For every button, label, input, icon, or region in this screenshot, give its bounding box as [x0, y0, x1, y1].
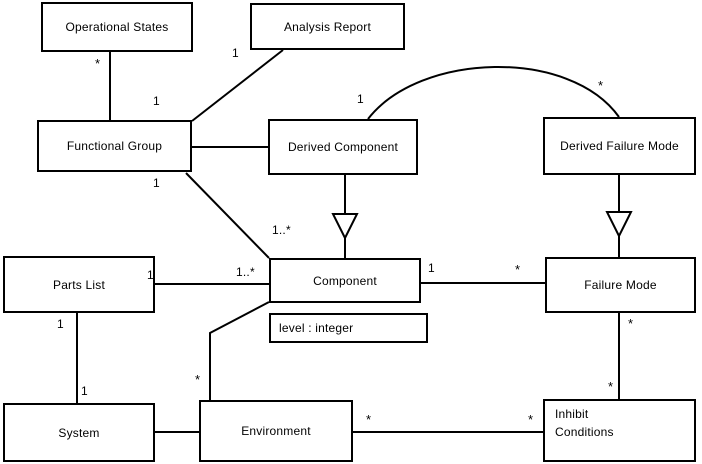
multiplicity-derivedcomponent-near-component: 1 — [357, 92, 364, 106]
multiplicity-partslist-component-near-component: 1..* — [236, 265, 255, 279]
multiplicity-component-failuremode-near-failuremode: * — [515, 262, 521, 277]
class-name-inhibit-conditions: Inhibit Conditions — [555, 407, 614, 439]
multiplicity-partslist-system-bottom: 1 — [81, 384, 88, 398]
multiplicity-failuremode-inhibit-bottom: * — [608, 379, 614, 394]
multiplicity-functionalgroup-component-near-comp: 1..* — [272, 223, 291, 237]
class-box-parts-list[interactable]: Parts List — [3, 256, 155, 313]
class-box-system[interactable]: System — [3, 403, 155, 462]
multiplicity-functionalgroup-component-near-fg: 1 — [153, 176, 160, 190]
multiplicity-environment-inhibit-near-inhibit: * — [528, 412, 534, 427]
class-name-operational-states: Operational States — [65, 20, 169, 34]
class-box-environment[interactable]: Environment — [199, 400, 353, 462]
multiplicity-environment-component: * — [195, 372, 201, 387]
class-box-derived-component[interactable]: Derived Component — [268, 119, 418, 175]
class-name-parts-list: Parts List — [52, 277, 105, 292]
edge-functionalgroup-analysisreport — [191, 49, 284, 122]
class-name-functional-group: Functional Group — [66, 139, 163, 153]
class-box-failure-mode[interactable]: Failure Mode — [545, 257, 696, 313]
multiplicity-component-failuremode-near-component: 1 — [428, 261, 435, 275]
class-name-derived-component: Derived Component — [287, 140, 399, 154]
edge-functionalgroup-component — [185, 172, 270, 259]
class-name-system: System — [58, 425, 100, 440]
multiplicity-partslist-system-top: 1 — [57, 317, 64, 331]
class-attributes-component[interactable]: level : integer — [269, 313, 428, 343]
edge-derivedcomponent-derivedfailuremode — [367, 66, 620, 120]
multiplicity-opstates-functionalgroup: * — [95, 56, 101, 71]
multiplicity-partslist-component-near-partslist: 1 — [147, 268, 154, 282]
class-box-operational-states[interactable]: Operational States — [41, 2, 193, 52]
multiplicity-analysisreport-near-report: 1 — [232, 46, 239, 60]
class-name-environment: Environment — [241, 424, 311, 438]
multiplicity-failuremode-inhibit-top: * — [628, 316, 634, 331]
class-name-component: Component — [313, 273, 377, 288]
generalization-triangle-component — [331, 213, 359, 241]
class-box-component[interactable]: Component — [269, 258, 421, 303]
generalization-triangle-failuremode — [605, 211, 633, 239]
multiplicity-analysisreport-near-functionalgroup: 1 — [153, 94, 160, 108]
class-box-inhibit-conditions[interactable]: Inhibit Conditions — [543, 399, 696, 462]
multiplicity-derivedfailuremode-star: * — [598, 78, 604, 93]
class-name-failure-mode: Failure Mode — [584, 278, 657, 292]
multiplicity-environment-inhibit-near-environment: * — [366, 412, 372, 427]
class-attribute-component-level: level : integer — [279, 321, 354, 335]
edge-environment-component — [209, 301, 270, 400]
class-box-functional-group[interactable]: Functional Group — [37, 120, 192, 172]
class-name-analysis-report: Analysis Report — [283, 19, 372, 34]
class-name-derived-failure-mode: Derived Failure Mode — [560, 139, 679, 153]
class-box-derived-failure-mode[interactable]: Derived Failure Mode — [543, 117, 696, 175]
class-box-analysis-report[interactable]: Analysis Report — [250, 3, 405, 50]
